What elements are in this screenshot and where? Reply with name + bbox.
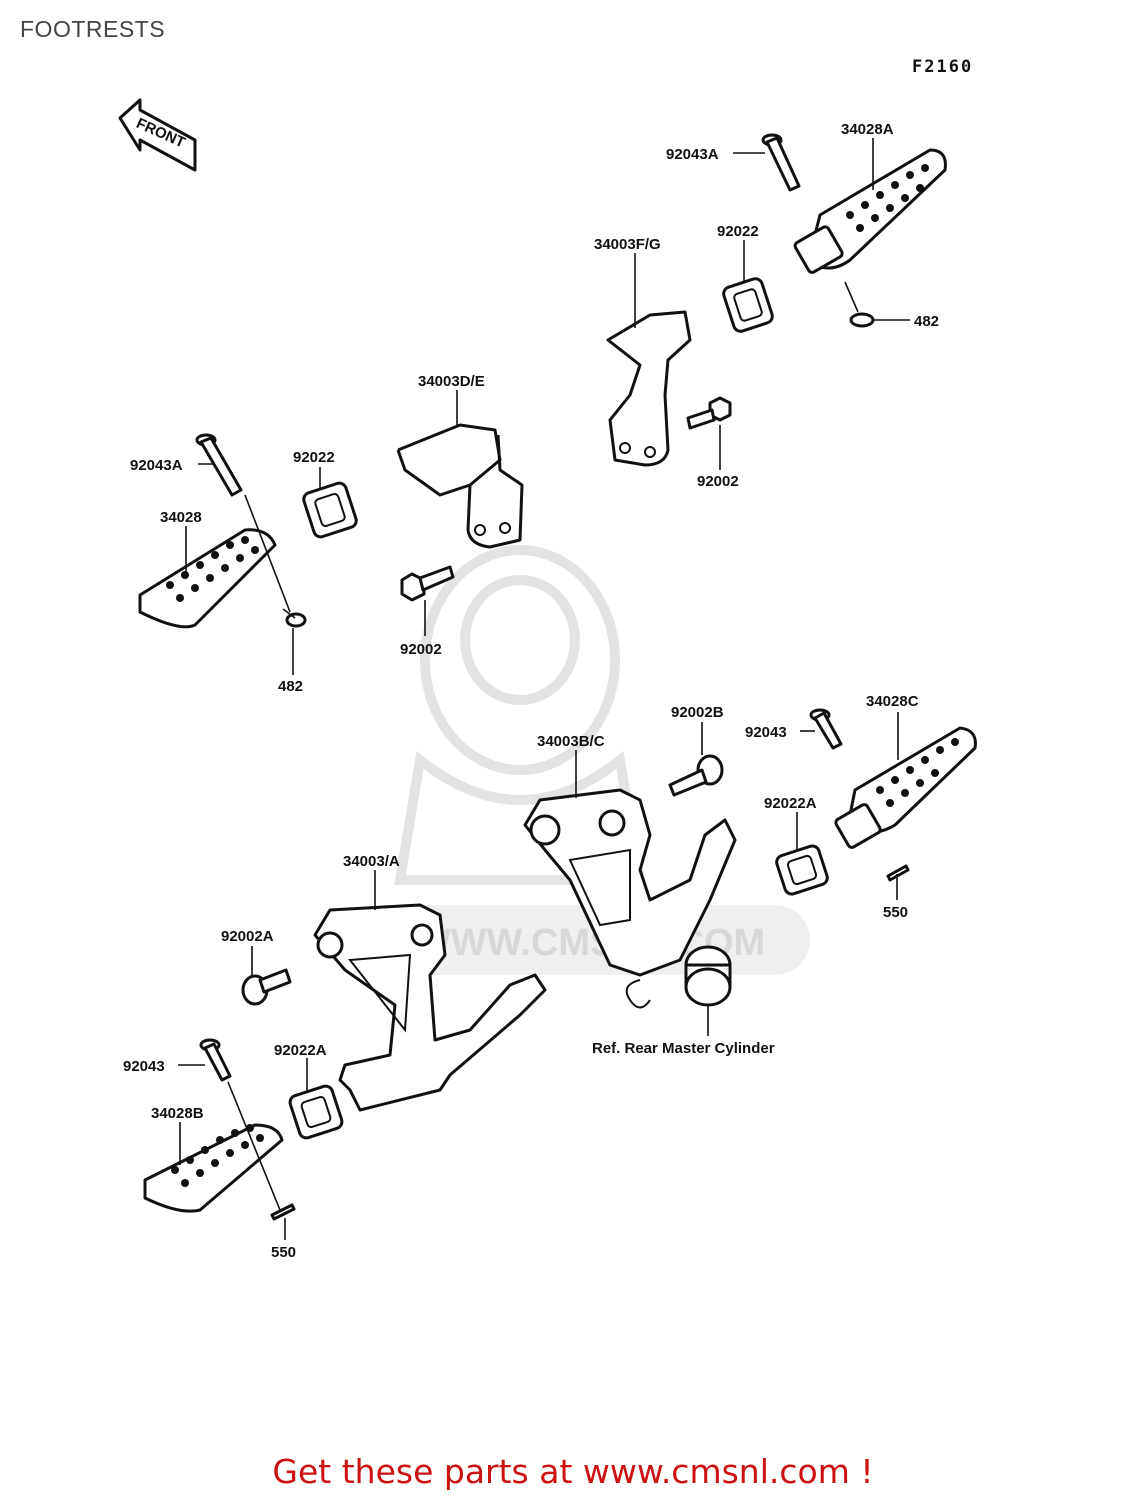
label-92002A: 92002A (221, 928, 274, 945)
label-ref-master-cylinder: Ref. Rear Master Cylinder (592, 1040, 775, 1057)
label-92022A-right: 92022A (764, 795, 817, 812)
pin-92043A-top (761, 133, 801, 192)
diagram-code: F2160 (912, 57, 974, 77)
label-550-left: 550 (271, 1244, 296, 1261)
label-34028B: 34028B (151, 1105, 204, 1122)
label-92043A-top: 92043A (666, 146, 719, 163)
label-92002B: 92002B (671, 704, 724, 721)
bolt-92002B (668, 754, 724, 797)
clip-482-left (285, 612, 307, 628)
label-92022-top: 92022 (717, 223, 759, 240)
label-34003DE: 34003D/E (418, 373, 485, 390)
pin-92043-right (809, 708, 843, 750)
footpeg-34028C (834, 726, 977, 849)
part-labels: 92043A 34028A 92022 34003F/G 482 34003D/… (123, 121, 939, 1261)
label-550-right: 550 (883, 904, 908, 921)
label-92002-mid: 92002 (400, 641, 442, 658)
label-34028: 34028 (160, 509, 202, 526)
pin-92043-left (199, 1038, 232, 1082)
page-title: FOOTRESTS (20, 16, 166, 42)
label-482-top: 482 (914, 313, 939, 330)
label-34003BC: 34003B/C (537, 733, 605, 750)
label-34003FG: 34003F/G (594, 236, 661, 253)
footpeg-34028A (793, 148, 947, 274)
label-34003A: 34003/A (343, 853, 400, 870)
footpeg-34028B (143, 1123, 284, 1213)
footer-cta-link[interactable]: Get these parts at www.cmsnl.com ! (272, 1452, 874, 1491)
label-92043-left: 92043 (123, 1058, 165, 1075)
label-92043A-left: 92043A (130, 457, 183, 474)
front-arrow-icon: FRONT (118, 98, 197, 172)
leader-lines (178, 138, 910, 1240)
bolt-92002-right (686, 396, 732, 430)
bracket-34003BC (523, 788, 737, 1009)
label-92022-left: 92022 (293, 449, 335, 466)
pin-550-right (886, 864, 910, 882)
bracket-34003A (313, 903, 547, 1112)
bushing-92022A-right (775, 844, 829, 896)
pin-550-left (270, 1203, 296, 1221)
clip-482-top (849, 312, 875, 328)
label-92022A-left: 92022A (274, 1042, 327, 1059)
label-92002-right: 92002 (697, 473, 739, 490)
bushing-92022A-left (288, 1084, 344, 1140)
bushing-92022-top (722, 277, 774, 333)
bracket-34003DE (396, 423, 524, 549)
label-34028C: 34028C (866, 693, 919, 710)
bolt-92002-mid (400, 565, 455, 602)
grommet-master-cylinder (684, 945, 732, 1007)
bracket-34003FG (606, 310, 692, 467)
bolt-92002A (241, 968, 292, 1006)
label-34028A: 34028A (841, 121, 894, 138)
pin-92043A-left (195, 433, 243, 497)
label-482-left: 482 (278, 678, 303, 695)
bushing-92022-left (302, 481, 358, 539)
label-92043-right: 92043 (745, 724, 787, 741)
footpeg-34028 (138, 528, 277, 629)
